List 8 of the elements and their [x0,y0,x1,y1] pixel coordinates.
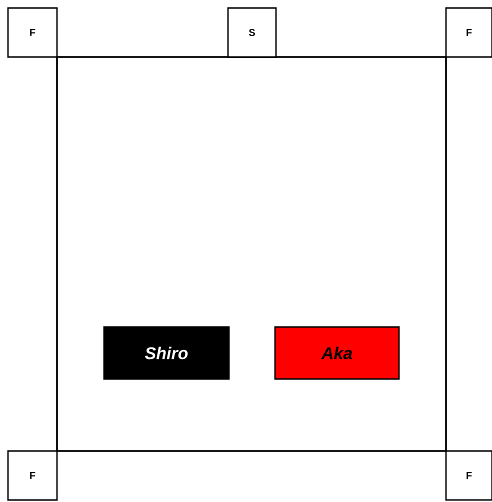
player-box: Shiro [103,326,230,380]
player-box: Aka [274,326,400,380]
corner-box: F [445,7,492,58]
area-square [56,56,447,452]
corner-box: F [7,7,58,58]
corner-box: F [445,450,492,501]
side-box: S [227,7,277,58]
corner-box: F [7,450,58,501]
